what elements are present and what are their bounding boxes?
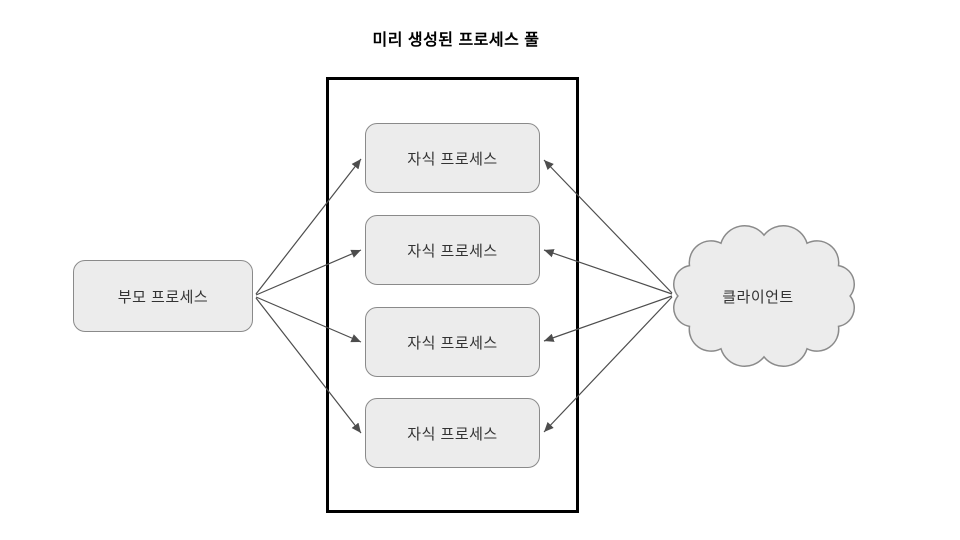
child-process-label: 자식 프로세스 bbox=[407, 242, 498, 260]
child-process-label: 자식 프로세스 bbox=[407, 425, 498, 443]
parent-process-node[interactable]: 부모 프로세스 bbox=[73, 260, 253, 332]
cloud-icon bbox=[673, 225, 855, 367]
client-label: 클라이언트 bbox=[722, 288, 794, 306]
child-process-label: 자식 프로세스 bbox=[407, 150, 498, 168]
child-process-node-4[interactable]: 자식 프로세스 bbox=[365, 398, 540, 468]
child-process-node-1[interactable]: 자식 프로세스 bbox=[365, 123, 540, 193]
diagram-title: 미리 생성된 프로세스 풀 bbox=[372, 32, 540, 49]
client-cloud-node[interactable]: 클라이언트 bbox=[670, 224, 858, 368]
child-process-node-3[interactable]: 자식 프로세스 bbox=[365, 307, 540, 377]
child-process-label: 자식 프로세스 bbox=[407, 334, 498, 352]
child-process-node-2[interactable]: 자식 프로세스 bbox=[365, 215, 540, 285]
parent-process-label: 부모 프로세스 bbox=[117, 288, 209, 306]
